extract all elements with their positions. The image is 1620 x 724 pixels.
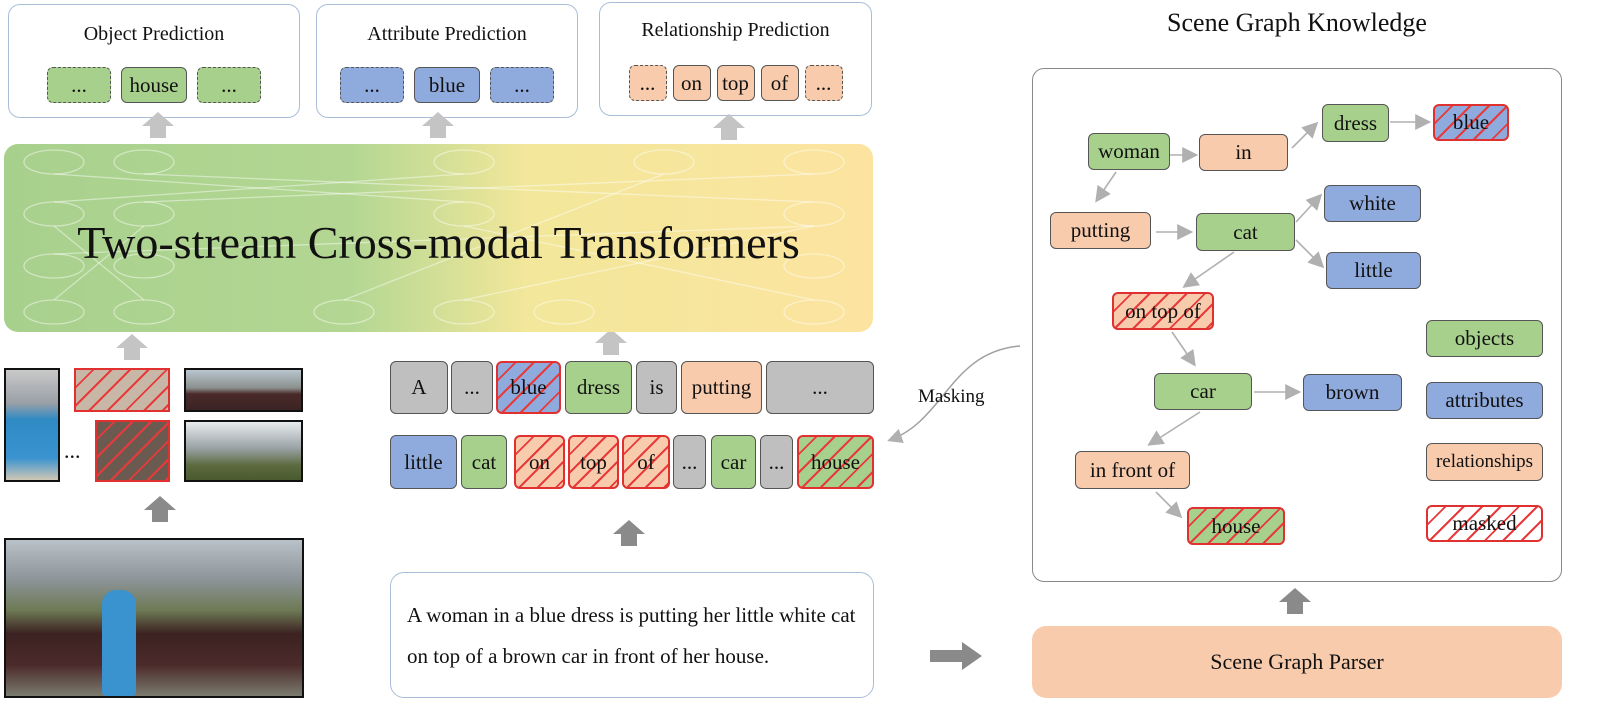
object-token: house <box>121 67 187 103</box>
caption-sentence: A woman in a blue dress is putting her l… <box>407 603 856 668</box>
text-token: ... <box>760 435 793 489</box>
text-token: little <box>390 435 457 489</box>
up-arrow-icon <box>713 114 745 140</box>
relationship-token: of <box>760 65 799 101</box>
attribute-token: ... <box>490 67 554 103</box>
relationship-prediction-panel: Relationship Prediction ... on top of ..… <box>599 2 872 116</box>
region-house-image <box>184 420 303 482</box>
scene-graph-panel <box>1032 68 1562 582</box>
text-token: cat <box>461 435 507 489</box>
transformer-network-icon <box>23 149 845 325</box>
sg-node-white: white <box>1324 185 1421 222</box>
relationship-token: ... <box>804 65 843 101</box>
relationship-prediction-title: Relationship Prediction <box>641 19 830 41</box>
text-token-masked: of <box>622 435 670 489</box>
region-car-image <box>184 368 303 412</box>
attribute-prediction-panel: Attribute Prediction ... blue ... <box>316 4 578 118</box>
masking-label: Masking <box>918 386 985 407</box>
text-token: putting <box>681 361 762 414</box>
up-arrow-icon <box>144 496 176 522</box>
sg-node-in-front-of: in front of <box>1075 451 1190 489</box>
sg-node-in: in <box>1199 134 1288 171</box>
text-token: car <box>711 435 756 489</box>
sg-node-dress: dress <box>1322 104 1389 142</box>
up-arrow-icon <box>595 329 627 355</box>
sg-node-putting: putting <box>1050 212 1151 249</box>
up-arrow-icon <box>1279 588 1311 614</box>
text-token: dress <box>565 361 632 414</box>
text-token: A <box>390 361 448 414</box>
sg-node-car: car <box>1154 373 1252 410</box>
object-token: ... <box>197 67 261 103</box>
cross-modal-transformer: Two-stream Cross-modal Transformers <box>4 144 873 332</box>
sg-node-house-masked: house <box>1187 507 1285 545</box>
text-token: ... <box>451 361 493 414</box>
region-cat-image-masked <box>74 368 170 412</box>
transformer-title: Two-stream Cross-modal Transformers <box>77 217 800 268</box>
source-photo <box>4 538 304 698</box>
relationship-token: ... <box>628 65 667 101</box>
sg-node-little: little <box>1326 252 1421 289</box>
sg-node-brown: brown <box>1303 374 1402 411</box>
object-prediction-panel: Object Prediction ... house ... <box>8 4 300 118</box>
legend-masked: masked <box>1426 505 1543 542</box>
attribute-token: ... <box>340 67 404 103</box>
relationship-token: on <box>672 65 711 101</box>
scene-graph-title: Scene Graph Knowledge <box>1167 8 1427 37</box>
text-token: ... <box>766 361 874 414</box>
text-token-masked: blue <box>496 361 561 414</box>
right-arrow-icon <box>930 642 982 670</box>
text-token: ... <box>673 435 706 489</box>
caption-sentence-box: A woman in a blue dress is putting her l… <box>390 572 874 698</box>
up-arrow-icon <box>116 334 148 360</box>
text-token-masked: house <box>797 435 874 489</box>
legend-objects: objects <box>1426 320 1543 357</box>
woman-figure <box>102 590 136 696</box>
attribute-token: blue <box>414 67 480 103</box>
legend-attributes: attributes <box>1426 382 1543 419</box>
regions-ellipsis: ... <box>64 438 81 463</box>
attribute-prediction-title: Attribute Prediction <box>367 23 527 45</box>
text-token-masked: on <box>514 435 565 489</box>
scene-graph-parser-label: Scene Graph Parser <box>1210 649 1384 674</box>
object-token: ... <box>47 67 111 103</box>
legend-relationships: relationships <box>1426 443 1543 481</box>
region-wheel-image-masked <box>95 420 170 482</box>
sg-node-on-top-of-masked: on top of <box>1112 292 1214 330</box>
sg-node-blue-masked: blue <box>1433 104 1509 141</box>
sg-node-woman: woman <box>1088 133 1170 170</box>
text-token-masked: top <box>568 435 619 489</box>
up-arrow-icon <box>613 520 645 546</box>
sg-node-cat: cat <box>1196 213 1295 251</box>
object-prediction-title: Object Prediction <box>83 23 225 45</box>
text-token: is <box>636 361 677 414</box>
region-woman-image <box>4 368 60 482</box>
scene-graph-parser: Scene Graph Parser <box>1032 626 1562 698</box>
relationship-token: top <box>716 65 755 101</box>
